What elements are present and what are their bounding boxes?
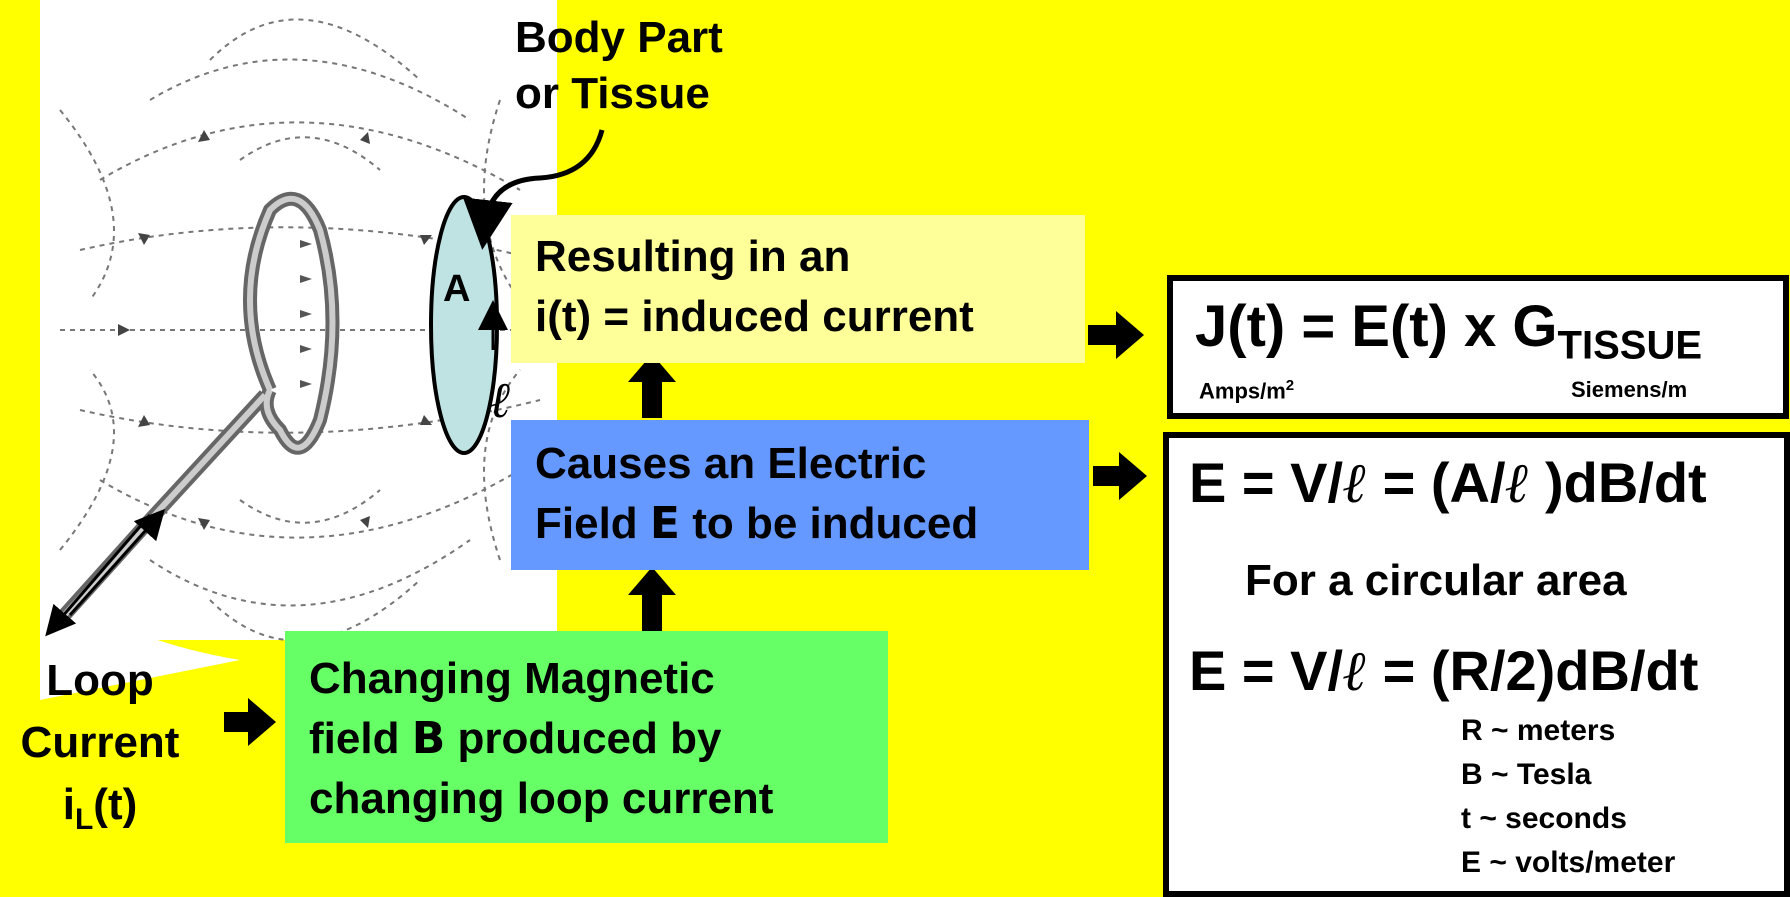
current-density-unit: Amps/m2 [1199, 377, 1295, 404]
electric-line1: Causes an Electric [535, 439, 927, 488]
loop-label-line1: Loop [46, 656, 154, 705]
electric-field-equation-box: E = V/ℓ = (A/ℓ )dB/dt For a circular are… [1163, 432, 1790, 897]
flow-arrows [224, 311, 1147, 746]
loop-current-label: Loop Current iL(t) [0, 650, 200, 851]
magnetic-line3: changing loop current [309, 774, 774, 823]
figure-panel [40, 0, 557, 640]
conductivity-unit: Siemens/m [1571, 377, 1688, 402]
tissue-ellipse [429, 195, 499, 455]
current-density-equation: J(t) = E(t) x GTISSUE [1195, 294, 1703, 368]
unit-radius: R ~ meters [1461, 714, 1616, 747]
unit-field: B ~ Tesla [1461, 758, 1592, 791]
magnetic-line2: field B produced by [309, 713, 722, 764]
tissue-pointer [462, 129, 605, 250]
current-density-equation-box: J(t) = E(t) x GTISSUE Amps/m2 Siemens/m [1167, 275, 1789, 419]
unit-time: t ~ seconds [1461, 802, 1627, 835]
field-lines [59, 18, 541, 642]
tissue-label: Body Part or Tissue [515, 10, 723, 122]
circular-area-label: For a circular area [1245, 556, 1627, 605]
unit-electric: E ~ volts/meter [1461, 846, 1676, 879]
magnetic-line1: Changing Magnetic [309, 654, 715, 703]
electric-line2: Field E to be induced [535, 498, 979, 549]
electric-field-box: Causes an Electric Field E to be induced [511, 420, 1089, 570]
magnetic-field-box: Changing Magnetic field B produced by ch… [285, 631, 888, 843]
tissue-label-line2: or Tissue [515, 69, 710, 118]
loop-current-symbol: iL(t) [62, 780, 138, 836]
area-label: A [443, 268, 471, 310]
length-symbol: ℓ [490, 370, 512, 429]
loop-label-line2: Current [20, 718, 180, 767]
result-box: Resulting in an i(t) = induced current [511, 215, 1085, 363]
electric-field-equation-general: E = V/ℓ = (A/ℓ )dB/dt [1189, 450, 1707, 516]
result-line2: i(t) = induced current [535, 292, 974, 341]
tissue-label-line1: Body Part [515, 13, 723, 62]
electric-field-equation-circular: E = V/ℓ = (R/2)dB/dt [1189, 638, 1699, 704]
result-line1: Resulting in an [535, 232, 851, 281]
